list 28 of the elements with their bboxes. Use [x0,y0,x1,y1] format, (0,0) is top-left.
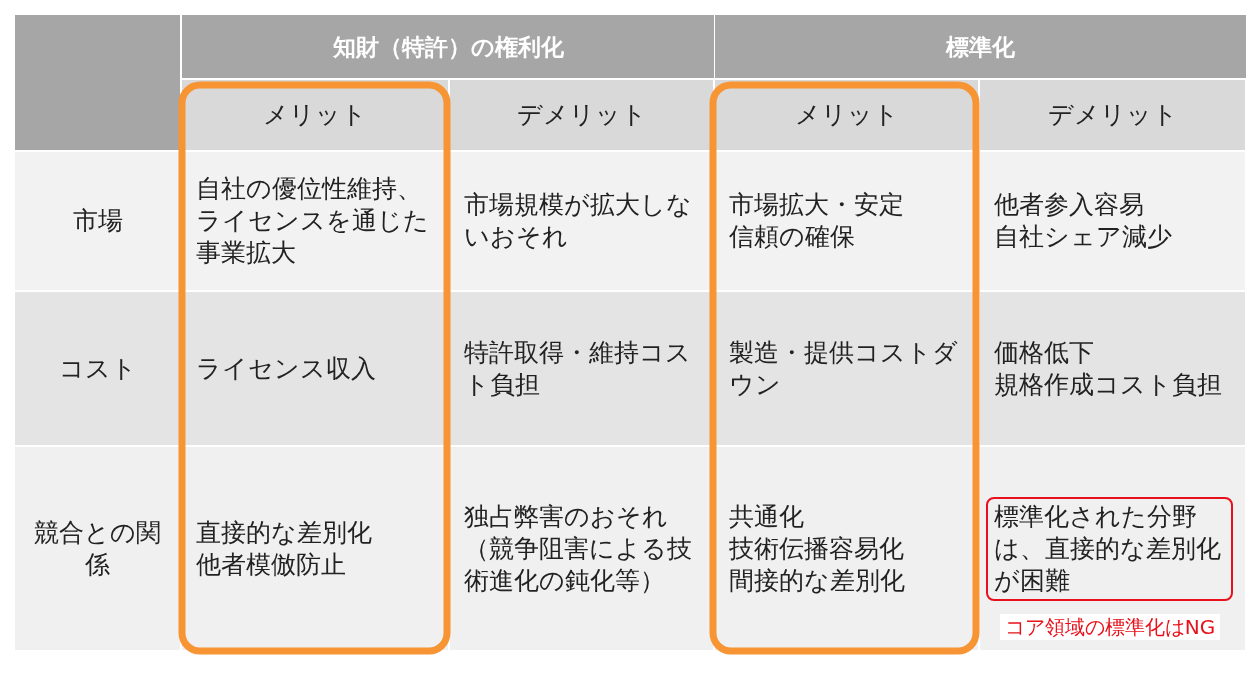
cell-text: 他者参入容易 [994,189,1145,221]
header-text: コスト [58,352,137,385]
cell-text: 他者模倣防止 [196,548,347,581]
cell-text: 規格作成コスト負担 [994,368,1223,401]
cell-text: 独占弊害のおそれ（競争阻害による技術進化の鈍化等） [464,500,693,597]
header-text: 標準化 [946,32,1015,62]
cell-text: 特許取得・維持コスト負担 [464,336,692,401]
cell-text: 間接的な差別化 [729,564,906,597]
cell-text: 技術伝播容易化 [729,532,905,565]
cell-text: 直接的な差別化 [196,516,373,549]
header-text: メリット [263,99,367,131]
cell-text: 自社シェア減少 [994,221,1173,253]
cell-text: 自社の優位性維持、ライセンスを通じた事業拡大 [196,173,430,269]
header-text: 競合との関係 [33,516,162,581]
header-text: デメリット [1047,99,1178,131]
cell-text: 共通化 [729,500,805,533]
header-text: 知財（特許）の権利化 [332,32,564,62]
note-text: コア領域の標準化はNG [1000,614,1220,640]
cell-text: 信頼の確保 [729,221,856,253]
highlighted-text: 標準化された分野は、直接的な差別化が困難 [986,496,1233,601]
cell-text: 製造・提供コストダウン [729,336,959,401]
header-text: メリット [794,99,899,131]
cell-text: 市場規模が拡大しないおそれ [464,189,693,253]
cell-text: ライセンス収入 [196,352,377,385]
cell-text: 価格低下 [994,336,1095,369]
cell-text: 市場拡大・安定 [729,189,905,221]
header-text: デメリット [516,99,647,131]
header-text: 市場 [72,205,123,237]
